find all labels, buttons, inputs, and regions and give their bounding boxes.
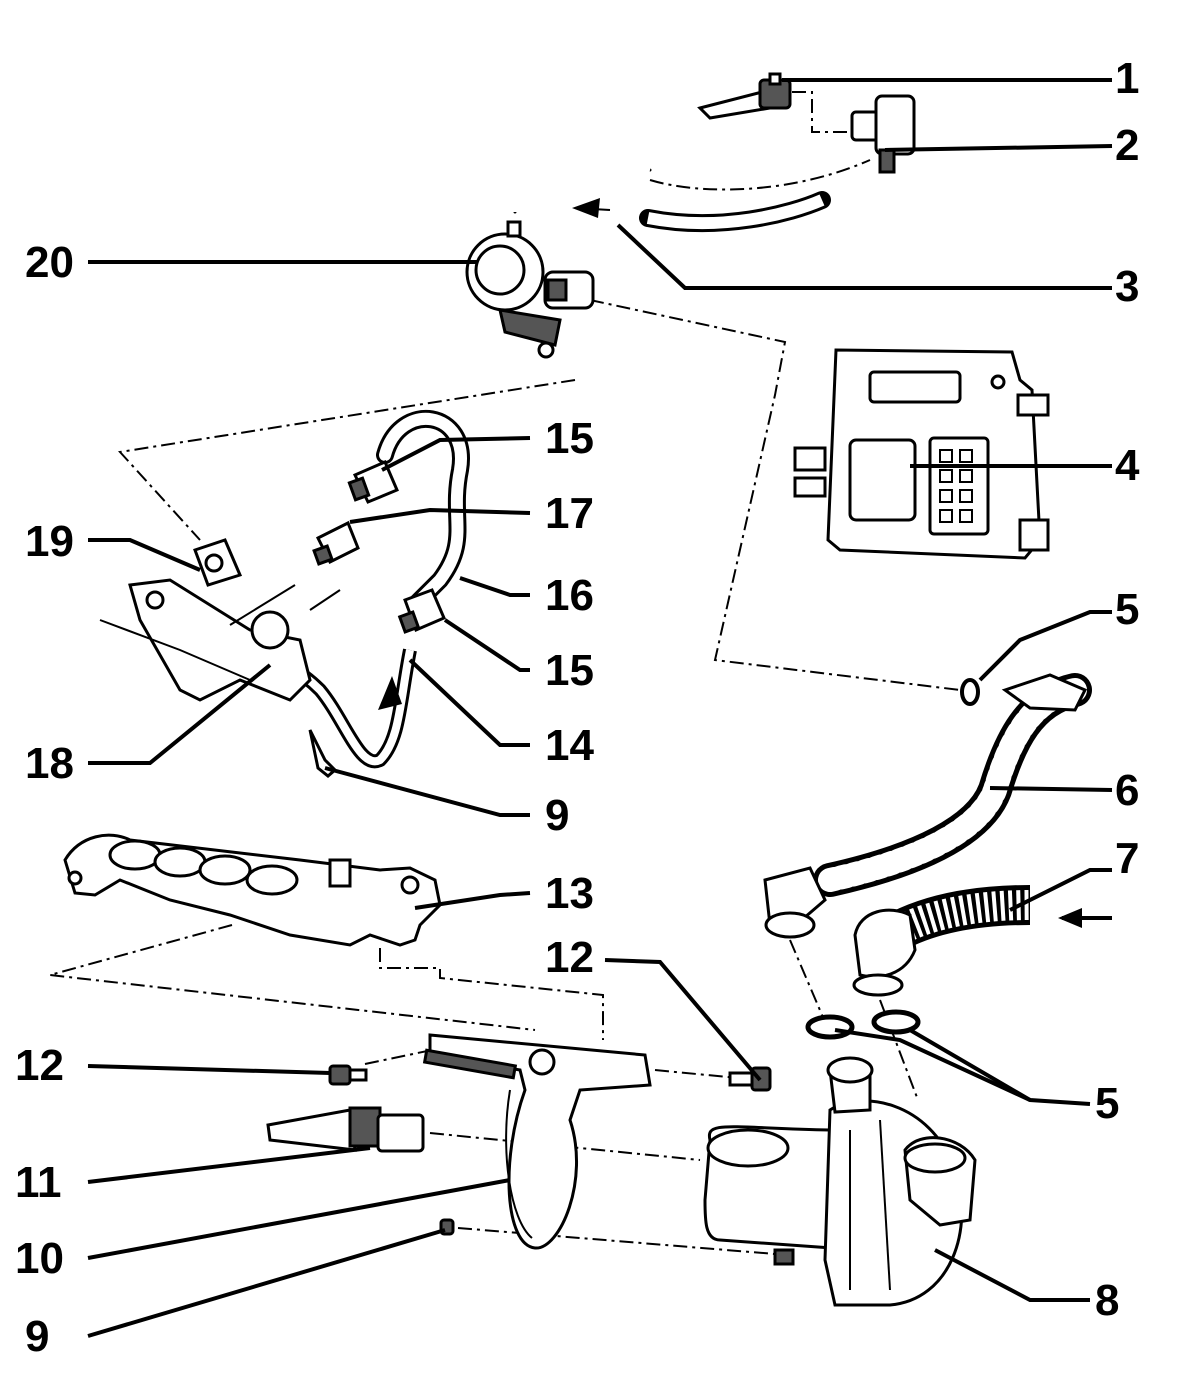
callout-5-lower: 5	[1095, 1079, 1119, 1128]
callout-12-upper: 12	[545, 933, 594, 982]
part-20-combination-valve	[465, 220, 595, 359]
part-2-valve	[850, 94, 916, 174]
part-9-bolt-upper	[308, 729, 338, 778]
assembly-lines	[49, 91, 961, 1255]
part-17-union	[312, 520, 360, 566]
part-19-gasket	[193, 538, 243, 587]
part-15-union-nut-lower	[397, 588, 446, 634]
callout-20: 20	[25, 238, 74, 287]
part-18-bracket	[99, 578, 341, 702]
part-1-connector	[697, 72, 792, 120]
callout-2: 2	[1115, 121, 1139, 170]
callout-15-lower: 15	[545, 646, 594, 695]
callout-14: 14	[545, 721, 594, 770]
part-13-manifold	[63, 833, 442, 947]
part-10-bracket	[422, 1033, 652, 1250]
callout-8: 8	[1095, 1276, 1119, 1325]
callout-18: 18	[25, 739, 74, 788]
callout-16: 16	[545, 571, 594, 620]
part-3-hose	[511, 152, 831, 233]
callout-15-upper: 15	[545, 414, 594, 463]
callout-4: 4	[1115, 441, 1140, 490]
callout-10: 10	[15, 1234, 64, 1283]
part-8-air-pump	[703, 1056, 977, 1307]
callout-12-left: 12	[15, 1041, 64, 1090]
callout-1: 1	[1115, 54, 1139, 103]
callout-3: 3	[1115, 262, 1139, 311]
callout-5-upper: 5	[1115, 585, 1139, 634]
part-11-connector	[266, 1106, 425, 1153]
callout-11: 11	[15, 1158, 62, 1207]
callout-13: 13	[545, 869, 594, 918]
callout-19: 19	[25, 517, 74, 566]
callout-6: 6	[1115, 766, 1139, 815]
callout-7: 7	[1115, 834, 1139, 883]
part-12-bolt-left	[328, 1064, 368, 1086]
part-16-pipe	[376, 409, 470, 614]
part-7-hose	[852, 885, 1112, 997]
part-12-bolt-right	[728, 1066, 772, 1092]
callout-numbers: 1 2 3 20 4 15 17 19 16 5 15 14 18 6 9 7 …	[15, 54, 1140, 1361]
callout-9-upper: 9	[545, 791, 569, 840]
callout-17: 17	[545, 489, 594, 538]
part-6-hose	[763, 673, 1092, 939]
part-5-o-rings	[805, 678, 980, 1040]
part-4-relay-box	[793, 348, 1050, 560]
part-15-union-nut-upper	[347, 460, 399, 504]
callout-9-lower: 9	[25, 1312, 49, 1361]
leader-lines	[87, 78, 1113, 1338]
